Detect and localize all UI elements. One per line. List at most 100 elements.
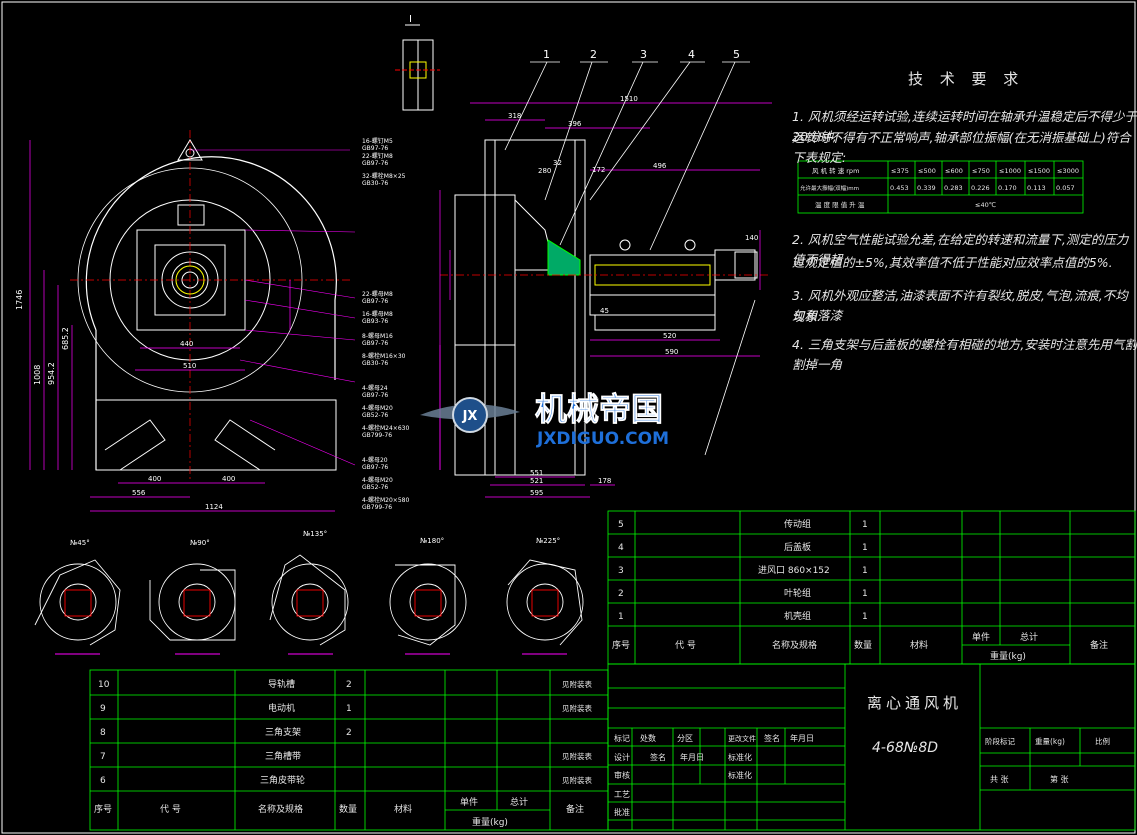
callout-5: 5 — [733, 48, 740, 61]
dim-551: 551 — [530, 469, 543, 477]
svg-text:1: 1 — [862, 566, 868, 576]
svg-text:三角槽带: 三角槽带 — [265, 750, 301, 762]
svg-text:№45°: №45° — [70, 539, 90, 547]
svg-text:4-螺母M20: 4-螺母M20 — [362, 404, 393, 412]
svg-text:比例: 比例 — [1095, 736, 1110, 746]
svg-text:代 号: 代 号 — [160, 804, 181, 815]
svg-text:重量(kg): 重量(kg) — [990, 650, 1026, 662]
svg-text:年月日: 年月日 — [680, 752, 704, 762]
svg-text:4-螺母20: 4-螺母20 — [362, 456, 388, 464]
svg-text:重量(kg): 重量(kg) — [1035, 737, 1065, 746]
callout-3: 3 — [640, 48, 647, 61]
dim-396: 396 — [568, 120, 582, 128]
dim-1124: 1124 — [205, 503, 223, 511]
svg-text:签名: 签名 — [650, 752, 666, 762]
svg-text:处数: 处数 — [640, 733, 656, 743]
svg-text:材料: 材料 — [394, 803, 412, 815]
requirement-2-line1: 2. 风机空气性能试验允差,在给定的转速和流量下,测定的压力值不得超 — [792, 232, 1129, 267]
svg-text:三角皮带轮: 三角皮带轮 — [260, 774, 305, 786]
svg-text:0.057: 0.057 — [1056, 184, 1075, 192]
svg-text:2: 2 — [346, 728, 352, 738]
callout-2: 2 — [590, 48, 597, 61]
svg-text:分区: 分区 — [677, 734, 693, 743]
svg-text:≤500: ≤500 — [918, 167, 936, 175]
svg-text:4-螺母24: 4-螺母24 — [362, 384, 388, 392]
svg-text:备注: 备注 — [566, 803, 584, 815]
svg-text:GB52-76: GB52-76 — [362, 484, 388, 491]
requirement-3-line2: 现象. — [792, 309, 821, 324]
svg-text:GB799-76: GB799-76 — [362, 432, 392, 439]
svg-text:7: 7 — [100, 752, 106, 762]
svg-text:6: 6 — [100, 776, 106, 786]
svg-text:机壳组: 机壳组 — [784, 610, 811, 622]
svg-text:三角支架: 三角支架 — [265, 726, 301, 738]
dim-172: 172 — [592, 166, 605, 174]
drawing-title: 离心通风机 — [867, 694, 962, 712]
svg-text:0.170: 0.170 — [998, 184, 1017, 192]
dim-510: 510 — [183, 362, 196, 370]
svg-text:≤3000: ≤3000 — [1057, 167, 1079, 175]
svg-text:审核: 审核 — [614, 770, 630, 780]
svg-text:№180°: №180° — [420, 537, 444, 545]
svg-text:签名: 签名 — [764, 733, 780, 743]
svg-text:导轨槽: 导轨槽 — [268, 678, 295, 690]
svg-text:GB93-76: GB93-76 — [362, 318, 388, 325]
svg-text:标记: 标记 — [614, 733, 630, 743]
vibration-table-text: 风 机 转 速 rpm ≤375 ≤500 ≤600 ≤750 ≤1000 ≤1… — [800, 166, 1079, 209]
dim-400a: 400 — [148, 475, 161, 483]
svg-text:见附装表: 见附装表 — [562, 679, 592, 689]
svg-text:数量: 数量 — [339, 803, 357, 815]
dim-178: 178 — [598, 477, 611, 485]
svg-text:单件: 单件 — [972, 631, 990, 643]
svg-text:4-螺母M20: 4-螺母M20 — [362, 476, 393, 484]
svg-text:GB799-76: GB799-76 — [362, 504, 392, 511]
svg-text:总计: 总计 — [510, 796, 528, 808]
dim-1746: 1746 — [15, 290, 24, 310]
front-view — [29, 130, 356, 512]
svg-text:22-螺母M8: 22-螺母M8 — [362, 290, 393, 298]
dim-496: 496 — [653, 162, 667, 170]
svg-text:JX: JX — [462, 409, 478, 424]
svg-text:工艺: 工艺 — [614, 790, 630, 799]
svg-text:8-螺母M16: 8-螺母M16 — [362, 332, 393, 340]
svg-text:设计: 设计 — [614, 752, 630, 762]
svg-text:标准化: 标准化 — [728, 752, 752, 762]
part-notes: 16-螺钉M5 GB97-76 22-螺钉M8 GB97-76 32-螺栓M8×… — [362, 137, 409, 511]
svg-text:GB97-76: GB97-76 — [362, 464, 388, 471]
svg-text:标准化: 标准化 — [728, 770, 752, 780]
bom-upper-text: 5 传动组 1 4 后盖板 1 3 进风口 860×152 1 2 叶轮组 1 … — [612, 518, 1108, 662]
svg-text:见附装表: 见附装表 — [562, 775, 592, 785]
svg-text:单件: 单件 — [460, 796, 478, 808]
vibration-table — [797, 160, 1084, 214]
svg-text:1: 1 — [346, 704, 352, 714]
svg-text:批准: 批准 — [614, 807, 630, 817]
svg-text:材料: 材料 — [910, 639, 928, 651]
svg-text:GB97-76: GB97-76 — [362, 392, 388, 399]
watermark-logo-icon: JX — [420, 397, 520, 433]
svg-text:传动组: 传动组 — [784, 518, 811, 530]
svg-text:≤1000: ≤1000 — [999, 167, 1021, 175]
dim-32: 32 — [553, 159, 562, 167]
dim-400b: 400 — [222, 475, 235, 483]
svg-text:16-螺钉M5: 16-螺钉M5 — [362, 137, 393, 145]
svg-text:1: 1 — [618, 612, 624, 622]
svg-text:0.339: 0.339 — [917, 184, 936, 192]
dim-1510: 1510 — [620, 95, 638, 103]
svg-text:4-螺栓M24×630: 4-螺栓M24×630 — [362, 424, 409, 432]
dim-595: 595 — [530, 489, 543, 497]
requirement-1-line2: 运转时不得有不正常响声,轴承部位振幅(在无消振基础上)符合下表规定: — [792, 130, 1131, 165]
svg-text:0.453: 0.453 — [890, 184, 909, 192]
requirement-2-line2: 过规定值的±5%,其效率值不低于性能对应效率点值的5%. — [792, 255, 1113, 270]
svg-text:№225°: №225° — [536, 537, 560, 545]
svg-text:1: 1 — [862, 589, 868, 599]
svg-text:名称及规格: 名称及规格 — [772, 639, 817, 651]
svg-text:8: 8 — [100, 728, 106, 738]
svg-text:GB52-76: GB52-76 — [362, 412, 388, 419]
bom-lower-text: 10 导轨槽 2 见附装表 9 电动机 1 见附装表 8 三角支架 2 7 三角… — [94, 678, 592, 828]
dim-521: 521 — [530, 477, 543, 485]
svg-text:备注: 备注 — [1090, 639, 1108, 651]
svg-text:5: 5 — [618, 520, 624, 530]
svg-text:序号: 序号 — [94, 803, 112, 815]
svg-text:重量(kg): 重量(kg) — [472, 816, 508, 828]
dim-45: 45 — [600, 307, 609, 315]
